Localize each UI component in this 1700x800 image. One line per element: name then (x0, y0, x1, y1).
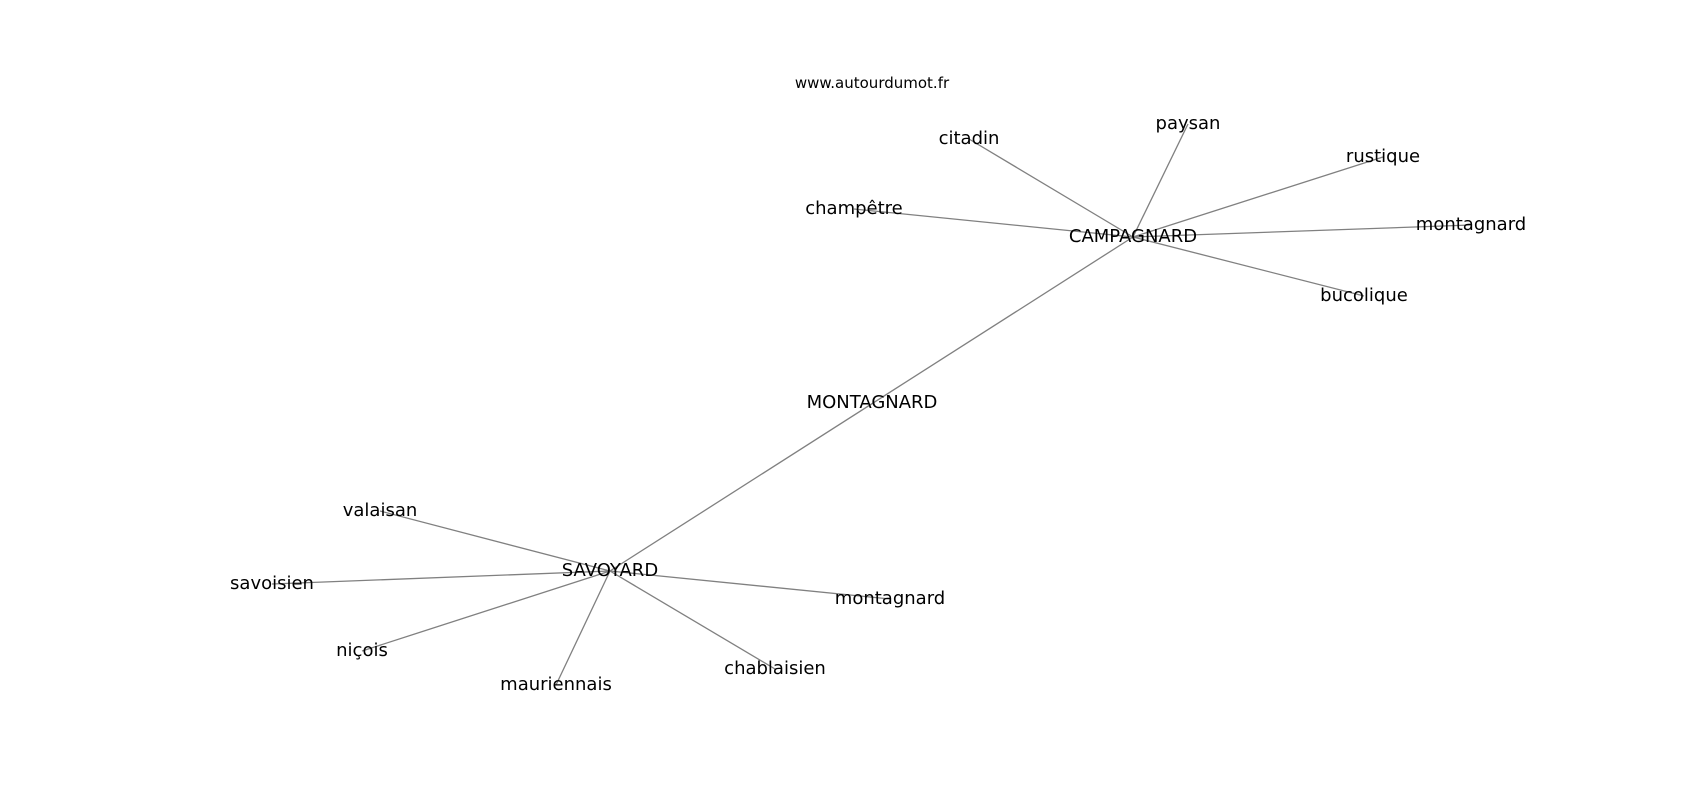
edge-campagnard-citadin (968, 138, 1134, 238)
edge-campagnard-champetre (853, 208, 1134, 238)
edge-campagnard-bucolique (1132, 236, 1365, 297)
edge-savoyard-nicois (361, 570, 611, 652)
edge-campagnard-montagnard_c (1132, 224, 1472, 238)
nodes-layer: MONTAGNARD CAMPAGNARD SAVOYARD citadin paysa… (230, 113, 1526, 695)
node-montagnard-c[interactable]: montagnard (1416, 214, 1526, 235)
node-champetre[interactable]: champêtre (805, 198, 903, 219)
edge-savoyard-montagnard_s (609, 570, 891, 600)
node-nicois[interactable]: niçois (336, 640, 388, 661)
edge-savoyard-chablaisien (609, 570, 776, 670)
edge-campagnard-savoyard (609, 236, 1134, 572)
edges-layer (271, 123, 1472, 686)
node-savoisien[interactable]: savoisien (230, 573, 314, 594)
edge-campagnard-paysan (1132, 123, 1189, 238)
node-paysan[interactable]: paysan (1156, 113, 1221, 134)
node-campagnard[interactable]: CAMPAGNARD (1069, 226, 1197, 247)
edge-savoyard-savoisien (271, 570, 611, 585)
node-montagnard-s[interactable]: montagnard (835, 588, 945, 609)
node-chablaisien[interactable]: chablaisien (724, 658, 826, 679)
node-rustique[interactable]: rustique (1346, 146, 1420, 167)
node-montagnard-center[interactable]: MONTAGNARD (807, 392, 938, 413)
node-savoyard[interactable]: SAVOYARD (562, 560, 658, 581)
node-bucolique[interactable]: bucolique (1320, 285, 1408, 306)
node-citadin[interactable]: citadin (939, 128, 1000, 149)
node-mauriennais[interactable]: mauriennais (500, 674, 612, 695)
edge-campagnard-rustique (1132, 156, 1384, 238)
node-valaisan[interactable]: valaisan (343, 500, 418, 521)
edge-savoyard-valaisan (379, 510, 611, 572)
edge-savoyard-mauriennais (555, 570, 611, 686)
source-watermark: www.autourdumot.fr (795, 74, 950, 92)
